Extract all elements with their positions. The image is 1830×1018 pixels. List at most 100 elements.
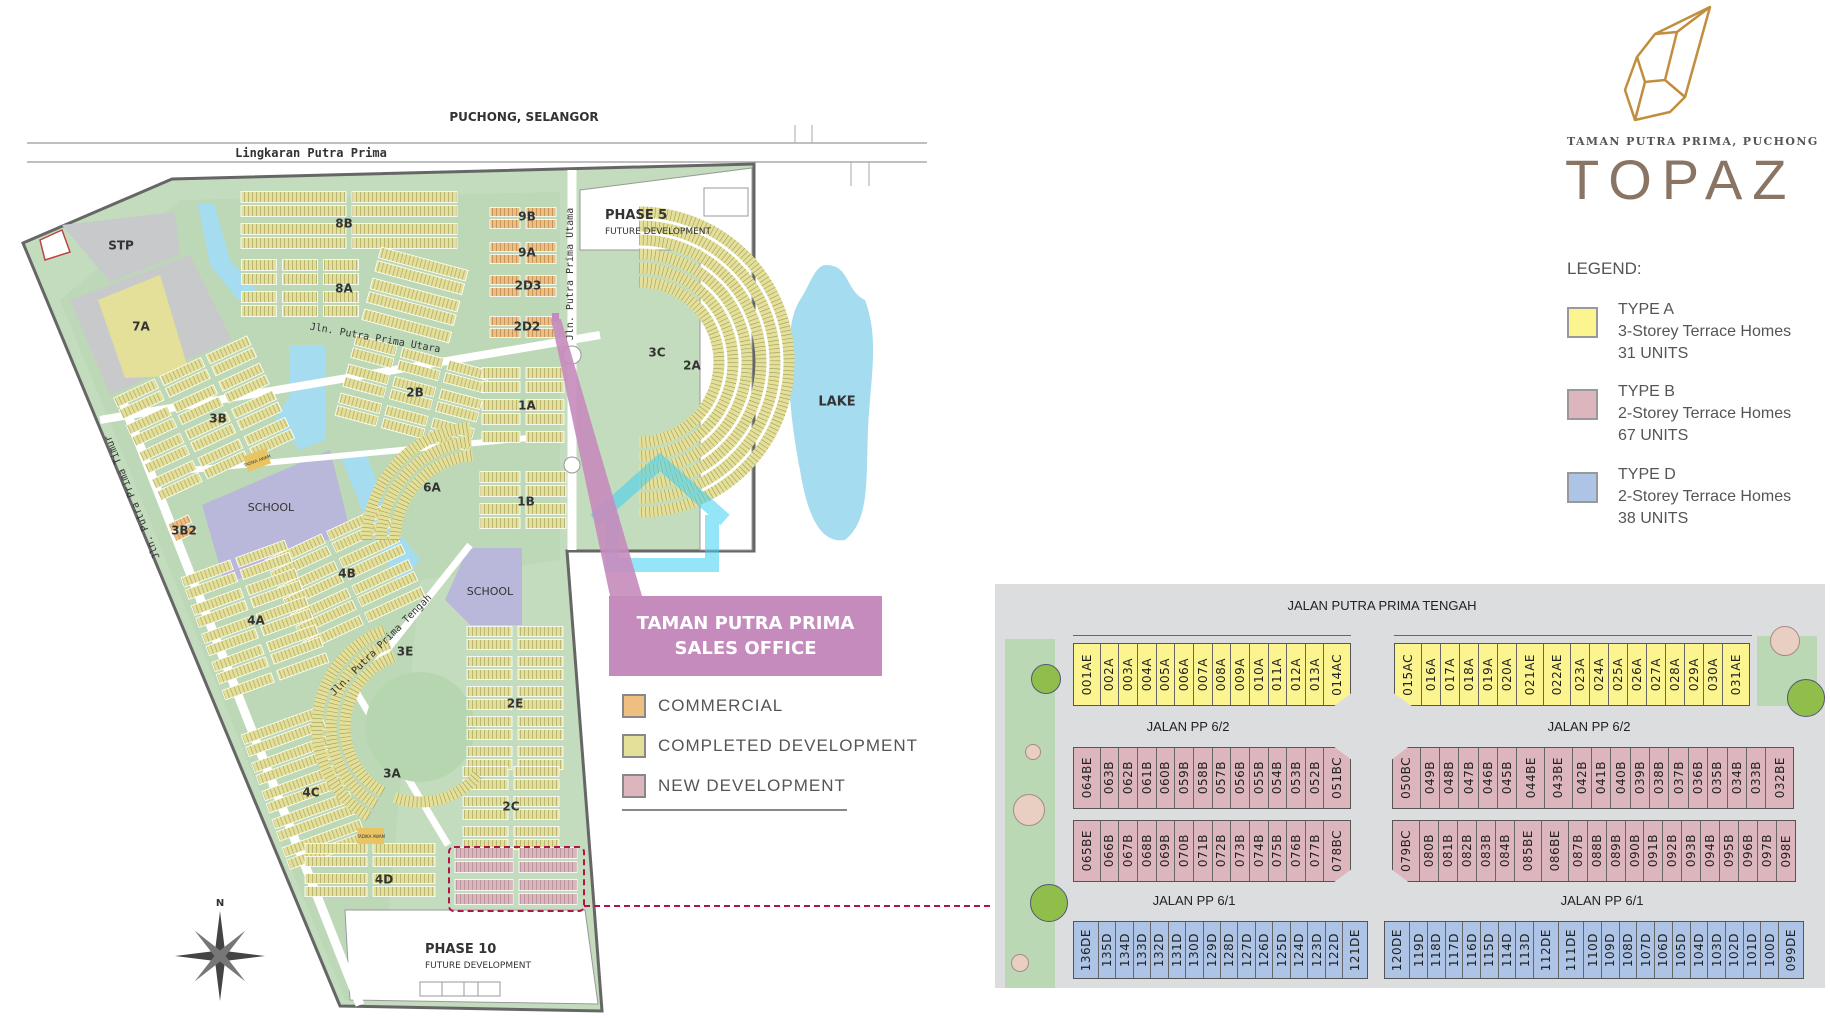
unit-lot[interactable]: 063B	[1101, 748, 1120, 808]
unit-lot[interactable]: 099DE	[1779, 922, 1803, 978]
unit-lot[interactable]: 135D	[1099, 922, 1117, 978]
unit-lot[interactable]: 081B	[1439, 821, 1458, 881]
unit-lot[interactable]: 041B	[1592, 748, 1612, 808]
unit-lot[interactable]: 009A	[1231, 644, 1250, 705]
unit-lot[interactable]: 069B	[1157, 821, 1176, 881]
unit-lot[interactable]: 123D	[1308, 922, 1326, 978]
unit-lot[interactable]: 040B	[1611, 748, 1631, 808]
unit-lot[interactable]: 025A	[1609, 644, 1629, 705]
unit-lot[interactable]: 056B	[1231, 748, 1250, 808]
unit-lot[interactable]: 070B	[1175, 821, 1194, 881]
unit-lot[interactable]: 003A	[1119, 644, 1138, 705]
unit-lot[interactable]: 092B	[1663, 821, 1683, 881]
unit-lot[interactable]: 038B	[1650, 748, 1670, 808]
unit-lot[interactable]: 044BE	[1517, 748, 1546, 808]
unit-lot[interactable]: 085BE	[1515, 821, 1542, 881]
unit-lot[interactable]: 130D	[1186, 922, 1204, 978]
unit-lot[interactable]: 079BC	[1393, 821, 1421, 881]
unit-lot[interactable]: 091B	[1644, 821, 1664, 881]
unit-lot[interactable]: 027A	[1647, 644, 1667, 705]
unit-lot[interactable]: 122D	[1326, 922, 1344, 978]
unit-lot[interactable]: 124D	[1291, 922, 1309, 978]
unit-lot[interactable]: 093B	[1682, 821, 1702, 881]
unit-lot[interactable]: 058B	[1194, 748, 1213, 808]
unit-lot[interactable]: 029A	[1685, 644, 1704, 705]
unit-lot[interactable]: 026A	[1628, 644, 1648, 705]
unit-lot[interactable]: 057B	[1213, 748, 1232, 808]
unit-lot[interactable]: 018A	[1460, 644, 1480, 705]
unit-lot[interactable]: 128D	[1221, 922, 1239, 978]
unit-lot[interactable]: 019A	[1479, 644, 1498, 705]
unit-lot[interactable]: 088B	[1588, 821, 1607, 881]
unit-lot[interactable]: 049B	[1421, 748, 1440, 808]
unit-lot[interactable]: 004A	[1138, 644, 1157, 705]
unit-lot[interactable]: 028A	[1666, 644, 1686, 705]
unit-lot[interactable]: 023A	[1571, 644, 1591, 705]
unit-lot[interactable]: 033B	[1747, 748, 1767, 808]
unit-lot[interactable]: 113D	[1516, 922, 1534, 978]
unit-lot[interactable]: 105D	[1673, 922, 1691, 978]
unit-lot[interactable]: 017A	[1441, 644, 1461, 705]
unit-lot[interactable]: 108D	[1620, 922, 1638, 978]
unit-lot[interactable]: 059B	[1175, 748, 1194, 808]
unit-lot[interactable]: 121DE	[1343, 922, 1367, 978]
unit-lot[interactable]: 048B	[1440, 748, 1460, 808]
unit-lot[interactable]: 129D	[1204, 922, 1222, 978]
unit-lot[interactable]: 076B	[1287, 821, 1306, 881]
unit-lot[interactable]: 077B	[1306, 821, 1325, 881]
unit-lot[interactable]: 032BE	[1766, 748, 1793, 808]
unit-lot[interactable]: 071B	[1194, 821, 1213, 881]
unit-lot[interactable]: 068B	[1138, 821, 1157, 881]
unit-lot[interactable]: 074B	[1250, 821, 1269, 881]
unit-lot[interactable]: 008A	[1213, 644, 1232, 705]
unit-lot[interactable]: 075B	[1269, 821, 1288, 881]
unit-lot[interactable]: 021AE	[1517, 644, 1545, 705]
unit-lot[interactable]: 082B	[1458, 821, 1477, 881]
unit-lot[interactable]: 030A	[1704, 644, 1723, 705]
unit-lot[interactable]: 001AE	[1074, 644, 1101, 705]
unit-lot[interactable]: 080B	[1420, 821, 1439, 881]
unit-lot[interactable]: 065BE	[1074, 821, 1101, 881]
unit-lot[interactable]: 098E	[1777, 821, 1795, 881]
unit-lot[interactable]: 031AE	[1723, 644, 1749, 705]
unit-lot[interactable]: 090B	[1626, 821, 1645, 881]
unit-lot[interactable]: 042B	[1573, 748, 1593, 808]
unit-lot[interactable]: 120DE	[1385, 922, 1411, 978]
unit-lot[interactable]: 051BC	[1324, 748, 1350, 808]
unit-lot[interactable]: 043BE	[1545, 748, 1573, 808]
unit-lot[interactable]: 073B	[1231, 821, 1250, 881]
unit-lot[interactable]: 119D	[1410, 922, 1428, 978]
unit-lot[interactable]: 125D	[1273, 922, 1291, 978]
unit-lot[interactable]: 055B	[1250, 748, 1269, 808]
unit-lot[interactable]: 046B	[1479, 748, 1499, 808]
unit-lot[interactable]: 131D	[1169, 922, 1187, 978]
unit-lot[interactable]: 015AC	[1395, 644, 1423, 705]
unit-lot[interactable]: 052B	[1306, 748, 1325, 808]
unit-lot[interactable]: 110D	[1584, 922, 1603, 978]
unit-lot[interactable]: 062B	[1119, 748, 1138, 808]
unit-lot[interactable]: 102D	[1726, 922, 1744, 978]
unit-lot[interactable]: 012A	[1287, 644, 1306, 705]
unit-lot[interactable]: 096B	[1739, 821, 1759, 881]
unit-lot[interactable]: 084B	[1496, 821, 1515, 881]
unit-lot[interactable]: 132D	[1151, 922, 1169, 978]
unit-lot[interactable]: 054B	[1269, 748, 1288, 808]
unit-lot[interactable]: 112DE	[1534, 922, 1560, 978]
unit-lot[interactable]: 114D	[1499, 922, 1517, 978]
unit-lot[interactable]: 045B	[1498, 748, 1518, 808]
unit-lot[interactable]: 002A	[1101, 644, 1120, 705]
unit-lot[interactable]: 136DE	[1074, 922, 1099, 978]
unit-lot[interactable]: 116D	[1463, 922, 1481, 978]
unit-lot[interactable]: 060B	[1157, 748, 1176, 808]
unit-lot[interactable]: 024A	[1590, 644, 1610, 705]
unit-lot[interactable]: 053B	[1287, 748, 1306, 808]
unit-lot[interactable]: 006A	[1175, 644, 1194, 705]
unit-lot[interactable]: 083B	[1477, 821, 1496, 881]
unit-lot[interactable]: 111DE	[1559, 922, 1585, 978]
unit-lot[interactable]: 061B	[1138, 748, 1157, 808]
unit-lot[interactable]: 106D	[1655, 922, 1673, 978]
unit-lot[interactable]: 037B	[1669, 748, 1689, 808]
unit-lot[interactable]: 072B	[1213, 821, 1232, 881]
unit-lot[interactable]: 047B	[1459, 748, 1479, 808]
unit-lot[interactable]: 127D	[1238, 922, 1256, 978]
